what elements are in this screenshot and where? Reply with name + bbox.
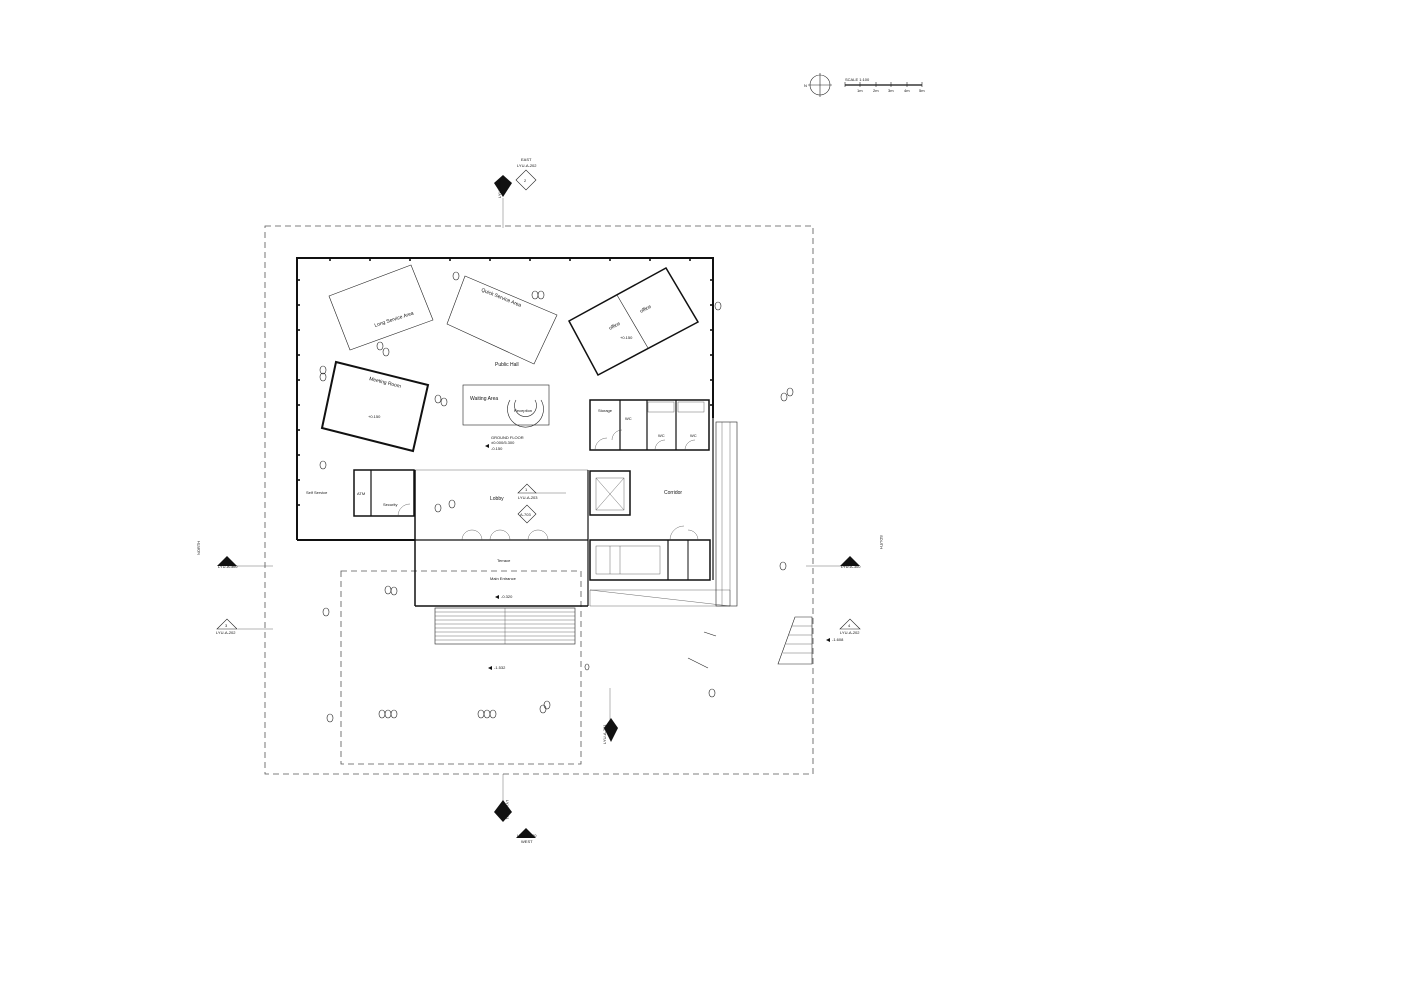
long-service-label: Long Service Area [374,311,415,329]
scale-bar: SCALE 1:100 1m 2m 3m 4m 5m [844,77,925,93]
wc-2-label: WC [658,433,665,438]
office-block: office office +0.150 [567,266,700,377]
quick-service-area: Quick Service Area [446,275,558,365]
office-2-label: office [639,304,652,315]
left-lower-num: 3 [225,623,228,628]
meeting-room: Meeting Room +0.150 [320,360,430,453]
lobby-zone: Lobby Corridor [414,469,682,606]
section-mark-north: LYU-A-300 NORTH [196,541,273,569]
main-entrance-label: Main Entrance [490,576,517,581]
ramp-level: -1.608 [832,637,844,642]
forecourt-boundary [340,570,582,765]
stair-block [589,525,731,607]
scale-tick-4: 4m [904,88,910,93]
office-level: +0.150 [620,335,633,340]
section-mark-right-lower: 4 LYU-A-202 [839,618,861,635]
section-mark-mid-vertical: LYU-A-201 [602,688,618,744]
scale-tick-1: 1m [857,88,863,93]
south-ref: LYU-A-300 [841,564,861,569]
terrace-label: Terrace [497,558,511,563]
scale-tick-2: 2m [873,88,879,93]
entrance-stairs [434,607,576,645]
wc-1-label: WC [625,416,632,421]
section-mark-lobby: 1 LYU-A-203 A-703 [517,483,566,524]
office-1-label: office [608,321,621,332]
lobby-b-ref: A-703 [520,512,531,517]
self-service-label: Self Service [306,490,328,495]
reception-label: Reception [514,408,532,413]
east-direction: EAST [521,157,532,162]
scale-tick-3: 3m [888,88,894,93]
scale-title: SCALE 1:100 [845,77,870,82]
atm-label: ATM [357,491,365,496]
floor-name: GROUND FLOOR [491,435,524,440]
lobby-a-num: 1 [525,487,528,492]
north-direction: NORTH [196,541,201,555]
scale-tick-5: 5m [919,88,925,93]
long-service-area: Long Service Area [328,264,434,351]
furniture-symbols [319,271,794,723]
storage-label: Storage [598,408,613,413]
north-symbol: N [804,73,832,97]
service-block: Storage WC WC WC [589,399,710,451]
south-direction: SOUTH [879,535,884,549]
north-label: N [804,83,807,88]
building-outline [296,257,714,580]
bottom-vertical-ref: LYU-A-201 [505,800,510,820]
quick-service-label: Quick Service Area [480,287,522,309]
mid-vertical-ref: LYU-A-201 [602,724,607,744]
east-num: 2 [524,178,527,183]
right-lower-num: 4 [848,623,851,628]
site-boundary [264,225,814,775]
waiting-area-label: Waiting Area [470,396,498,402]
west-direction: WEST [521,839,533,844]
section-mark-south: LYU-A-300 SOUTH [806,535,884,569]
terrace: Terrace Main Entrance -0.320 [415,558,588,607]
wc-3-label: WC [690,433,697,438]
security-block: ATM Security Self Service [306,469,415,517]
lobby-a-ref: LYU-A-203 [518,495,538,500]
right-ramp [715,421,738,607]
section-mark-west: LYU-A-201 LYU-A-300 WEST [494,774,537,844]
top-vertical-ref: LYU-A-201 [497,178,502,198]
public-hall-label: Public Hall [495,362,519,368]
section-mark-east: EAST LYU-A-202 2 LYU-A-201 [494,157,537,228]
section-mark-left-lower: 3 LYU-A-202 [216,618,273,635]
floor-level-label: GROUND FLOOR ±0.000/5.300 -0.150 [485,435,524,451]
lobby-label: Lobby [490,496,504,502]
security-label: Security [383,502,397,507]
right-lower-ref: LYU-A-202 [840,630,860,635]
entrance-level: -0.320 [501,594,513,599]
meeting-level: +0.150 [368,414,381,419]
left-lower-ref: LYU-A-202 [216,630,236,635]
floor-level-value: -0.150 [491,446,503,451]
floor-elevation: ±0.000/5.300 [491,440,515,445]
east-ref: LYU-A-202 [517,163,537,168]
corridor-label: Corridor [664,490,682,496]
west-ref: LYU-A-300 [517,833,537,838]
waiting-area: Waiting Area Reception [462,384,550,428]
north-ref: LYU-A-300 [218,564,238,569]
ramp-wedge [777,616,813,665]
forecourt-level: -1.532 [494,665,506,670]
